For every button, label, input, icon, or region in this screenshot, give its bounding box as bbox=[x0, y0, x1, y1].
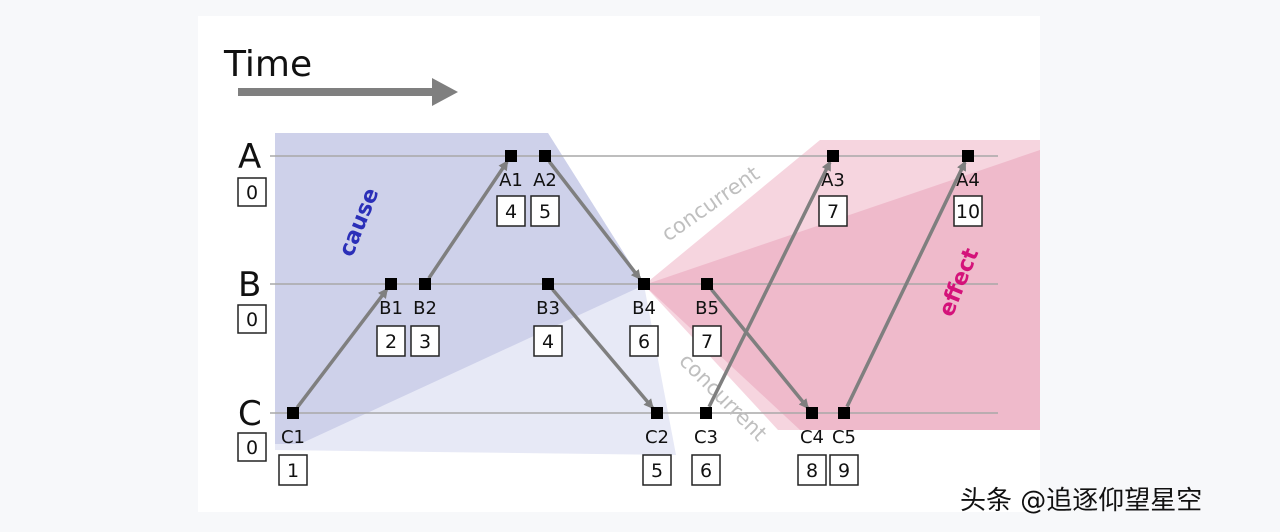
clock-box-C4 bbox=[797, 454, 827, 486]
clock-value-A2: 5 bbox=[539, 201, 551, 223]
event-marker-C1 bbox=[287, 407, 299, 419]
event-label-C4: C4 bbox=[800, 427, 824, 448]
event-label-C3: C3 bbox=[694, 427, 718, 448]
event-marker-B1 bbox=[385, 278, 397, 290]
event-B5: B5 7 bbox=[692, 278, 722, 357]
event-label-B4: B4 bbox=[632, 298, 656, 319]
event-label-A1: A1 bbox=[499, 170, 523, 191]
message-arrow-B3-C2 bbox=[551, 288, 654, 410]
clock-value-B2: 3 bbox=[419, 331, 431, 353]
clock-value-C4: 8 bbox=[806, 460, 818, 482]
clock-value-B5: 7 bbox=[701, 331, 713, 353]
clock-value-A1: 4 bbox=[505, 201, 517, 223]
clock-value-C2: 5 bbox=[651, 460, 663, 482]
event-marker-B4 bbox=[638, 278, 650, 290]
event-marker-C5 bbox=[838, 407, 850, 419]
event-C3: C3 6 bbox=[691, 407, 721, 486]
event-C2: C2 5 bbox=[642, 407, 672, 486]
clock-box-A2 bbox=[530, 195, 560, 227]
event-marker-A1 bbox=[505, 150, 517, 162]
event-marker-C4 bbox=[806, 407, 818, 419]
clock-value-B3: 4 bbox=[542, 331, 554, 353]
event-marker-A3 bbox=[827, 150, 839, 162]
event-C1: C1 1 bbox=[278, 407, 308, 486]
initial-clock-B: 0 bbox=[237, 304, 267, 334]
event-label-B5: B5 bbox=[695, 298, 719, 319]
event-label-B1: B1 bbox=[379, 298, 403, 319]
process-label-C: C bbox=[238, 394, 262, 434]
message-arrow-C5-A4 bbox=[845, 160, 967, 408]
event-marker-C2 bbox=[651, 407, 663, 419]
event-B4: B4 6 bbox=[629, 278, 659, 357]
clock-box-B3 bbox=[533, 325, 563, 357]
time-arrow-head bbox=[432, 78, 458, 106]
event-label-C5: C5 bbox=[832, 427, 856, 448]
event-label-A4: A4 bbox=[956, 170, 980, 191]
event-label-B3: B3 bbox=[536, 298, 560, 319]
clock-box-B5 bbox=[692, 325, 722, 357]
initial-clock-A-value: 0 bbox=[246, 182, 258, 204]
event-C4: C4 8 bbox=[797, 407, 827, 486]
message-arrows bbox=[295, 160, 967, 410]
event-A2: A25 bbox=[530, 150, 560, 227]
process-label-B: B bbox=[238, 265, 261, 305]
event-marker-C3 bbox=[700, 407, 712, 419]
clock-box-A1 bbox=[496, 195, 526, 227]
initial-clock-C: 0 bbox=[237, 432, 267, 462]
clock-box-C1 bbox=[278, 454, 308, 486]
event-marker-B2 bbox=[419, 278, 431, 290]
message-arrow-B5-C4 bbox=[710, 288, 809, 410]
clock-value-C3: 6 bbox=[700, 460, 712, 482]
event-marker-B3 bbox=[542, 278, 554, 290]
clock-value-B4: 6 bbox=[638, 331, 650, 353]
effect-region bbox=[644, 150, 1040, 430]
initial-clock-A: 0 bbox=[237, 177, 267, 207]
message-arrow-C3-A3 bbox=[707, 160, 832, 408]
event-label-A3: A3 bbox=[821, 170, 845, 191]
event-marker-A2 bbox=[539, 150, 551, 162]
clock-box-B4 bbox=[629, 325, 659, 357]
clock-box-A4 bbox=[953, 195, 983, 227]
message-arrow-A2-B4 bbox=[547, 160, 642, 281]
message-arrow-C1-B1 bbox=[295, 287, 389, 409]
clock-value-C1: 1 bbox=[287, 460, 299, 482]
initial-clock-B-value: 0 bbox=[246, 309, 258, 331]
clock-value-A3: 7 bbox=[827, 201, 839, 223]
watermark-text: 头条 @追逐仰望星空 bbox=[960, 486, 1203, 516]
clock-value-A4: 10 bbox=[956, 201, 980, 223]
event-marker-B5 bbox=[701, 278, 713, 290]
initial-clock-C-value: 0 bbox=[246, 437, 258, 459]
event-label-C1: C1 bbox=[281, 427, 305, 448]
event-B3: B3 4 bbox=[533, 278, 563, 357]
event-label-C2: C2 bbox=[645, 427, 669, 448]
clock-box-A3 bbox=[818, 195, 848, 227]
event-C5: C5 9 bbox=[829, 407, 859, 486]
clock-value-B1: 2 bbox=[385, 331, 397, 353]
clock-value-C5: 9 bbox=[838, 460, 850, 482]
clock-box-C3 bbox=[691, 454, 721, 486]
event-label-B2: B2 bbox=[413, 298, 437, 319]
event-B2: B2 3 bbox=[410, 278, 440, 357]
clock-box-C2 bbox=[642, 454, 672, 486]
events: A14A25A37A410B12B23B34B46B57C11C25C36C48… bbox=[278, 150, 983, 486]
time-title: Time bbox=[223, 44, 312, 85]
event-A1: A14 bbox=[496, 150, 526, 227]
clock-box-B2 bbox=[410, 325, 440, 357]
process-label-A: A bbox=[238, 137, 261, 177]
event-marker-A4 bbox=[962, 150, 974, 162]
event-label-A2: A2 bbox=[533, 170, 557, 191]
clock-box-B1 bbox=[376, 325, 406, 357]
event-A3: A37 bbox=[818, 150, 848, 227]
message-arrow-B2-A1 bbox=[427, 160, 509, 280]
clock-box-C5 bbox=[829, 454, 859, 486]
event-B1: B1 2 bbox=[376, 278, 406, 357]
